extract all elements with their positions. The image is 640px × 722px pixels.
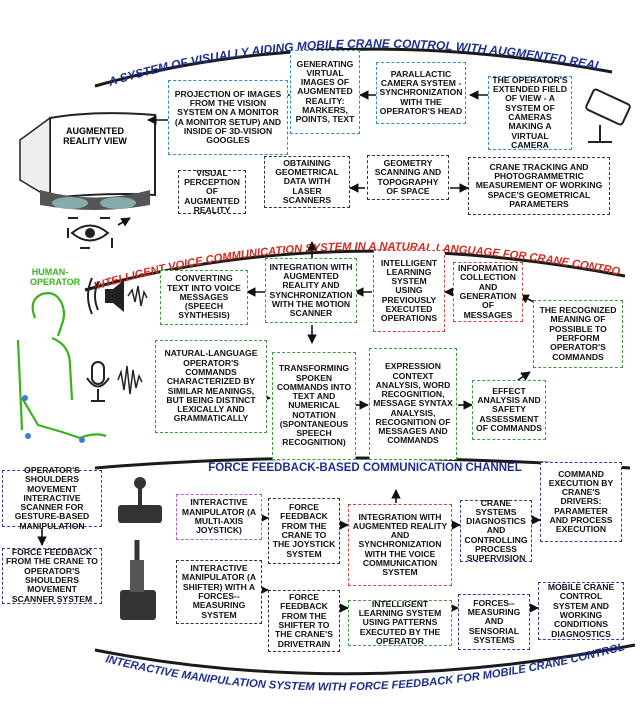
box-recognized-meaning: THE RECOGNIZED MEANING OF POSSIBLE TO PE…: [533, 300, 623, 368]
box-manipulator-shifter: INTERACTIVE MANIPULATOR (A SHIFTER) WITH…: [176, 560, 262, 624]
eye-icon: [67, 217, 113, 249]
box-natural-language: NATURAL-LANGUAGE OPERATOR'S COMMANDS CHA…: [155, 340, 267, 433]
title-bottom: INTERACTIVE MANIPULATION SYSTEM WITH FOR…: [104, 641, 626, 693]
box-information: INFORMATION COLLECTION AND GENERATION OF…: [453, 262, 523, 322]
box-mobile-control: MOBILE CRANE CONTROL SYSTEM AND WORKING …: [538, 582, 624, 640]
microphone-icon: [86, 361, 143, 402]
box-force-shoulders: FORCE FEEDBACK FROM THE CRANE TO OPERATO…: [2, 548, 102, 604]
box-parallactic: PARALLACTIC CAMERA SYSTEM - SYNCHRONIZAT…: [376, 62, 466, 124]
box-shoulders-scanner: OPERATOR'S SHOULDERS MOVEMENT INTERACTIV…: [2, 465, 102, 530]
shoulder-joint: [22, 395, 28, 401]
augmented-reality-view-icon: [19, 112, 156, 210]
box-visual-perception: VISUAL PERCEPTION OF AUGMENTED REALITY: [178, 168, 246, 215]
elbow-joint: [25, 433, 31, 439]
human-operator-label: HUMAN-OPERATOR: [30, 267, 81, 287]
camera-icon: [585, 88, 631, 143]
box-crane-tracking: CRANE TRACKING AND PHOTOGRAMMETRIC MEASU…: [468, 157, 610, 215]
box-integration-voice: INTEGRATION WITH AUGMENTED REALITY AND S…: [348, 504, 452, 586]
box-intelligent-patterns: INTELLIGENT LEARNING SYSTEM USING PATTER…: [348, 599, 452, 646]
speaker-icon: [87, 277, 148, 315]
box-transforming: TRANSFORMING SPOKEN COMMANDS INTO TEXT A…: [272, 352, 356, 460]
box-crane-diagnostics: CRANE SYSTEMS DIAGNOSTICS AND CONTROLLIN…: [460, 498, 532, 563]
bottom-divider-curve: [94, 643, 636, 676]
box-integration-ar: INTEGRATION WITH AUGMENTED REALITY AND S…: [265, 258, 357, 323]
box-manipulator-joystick: INTERACTIVE MANIPULATOR (A MULTI-AXIS JO…: [176, 494, 262, 540]
wrist-joint: [79, 437, 85, 443]
voice-top-curve: [84, 249, 626, 292]
box-projection: PROJECTION OF IMAGES FROM THE VISION SYS…: [168, 80, 288, 155]
augmented-reality-view-label: AUGMENTED REALITY VIEW: [63, 126, 127, 146]
title-force: FORCE FEEDBACK-BASED COMMUNICATION CHANN…: [208, 462, 521, 474]
shifter-icon: [120, 540, 156, 620]
box-obtaining: OBTAINING GEOMETRICAL DATA WITH LASER SC…: [264, 156, 350, 208]
box-force-shifter: FORCE FEEDBACK FROM THE SHIFTER TO THE C…: [268, 590, 340, 652]
box-command-execution: COMMAND EXECUTION BY CRANE'S DRIVERS: PA…: [540, 462, 622, 542]
box-intelligent-learning-previous: INTELLIGENT LEARNING SYSTEM USING PREVIO…: [373, 250, 445, 332]
box-expression: EXPRESSION CONTEXT ANALYSIS, WORD RECOGN…: [369, 348, 457, 460]
box-extended-view: THE OPERATOR'S EXTENDED FIELD OF VIEW - …: [488, 75, 572, 150]
joystick-icon: [118, 477, 162, 523]
box-generating: GENERATING VIRTUAL IMAGES OF AUGMENTED R…: [290, 50, 360, 134]
top-divider-curve: [94, 47, 613, 88]
box-geometry: GEOMETRY SCANNING AND TOPOGRAPHY OF SPAC…: [367, 155, 449, 200]
box-converting: CONVERTING TEXT INTO VOICE MESSAGES (SPE…: [160, 270, 248, 325]
box-effect: EFFECT ANALYSIS AND SAFETY ASSESSMENT OF…: [472, 380, 546, 440]
box-force-joystick: FORCE FEEDBACK FROM THE CRANE TO THE JOY…: [268, 498, 340, 564]
box-forces-measuring: FORCES--MEASURING AND SENSORIAL SYSTEMS: [458, 594, 530, 650]
